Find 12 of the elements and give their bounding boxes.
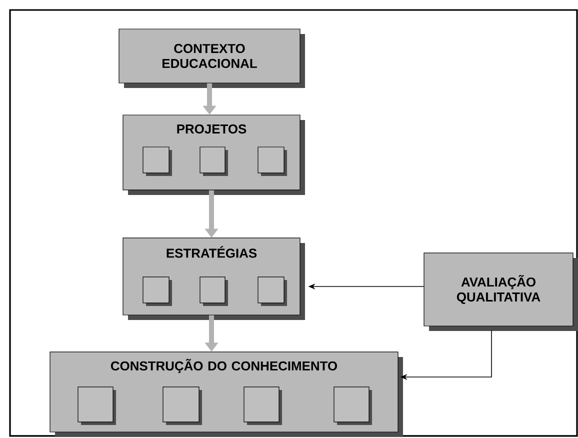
small-box [258,146,287,176]
small-box [200,146,228,176]
small-box [162,386,202,425]
small-box [78,386,116,425]
small-box [142,276,172,306]
small-box [258,276,287,306]
small-box [334,386,372,425]
small-box [200,276,228,306]
process-box: CONTEXTO EDUCACIONAL [118,28,305,88]
small-box [244,386,282,425]
process-box: AVALIAÇÃO QUALITATIVA [424,252,578,331]
small-box [142,146,172,176]
